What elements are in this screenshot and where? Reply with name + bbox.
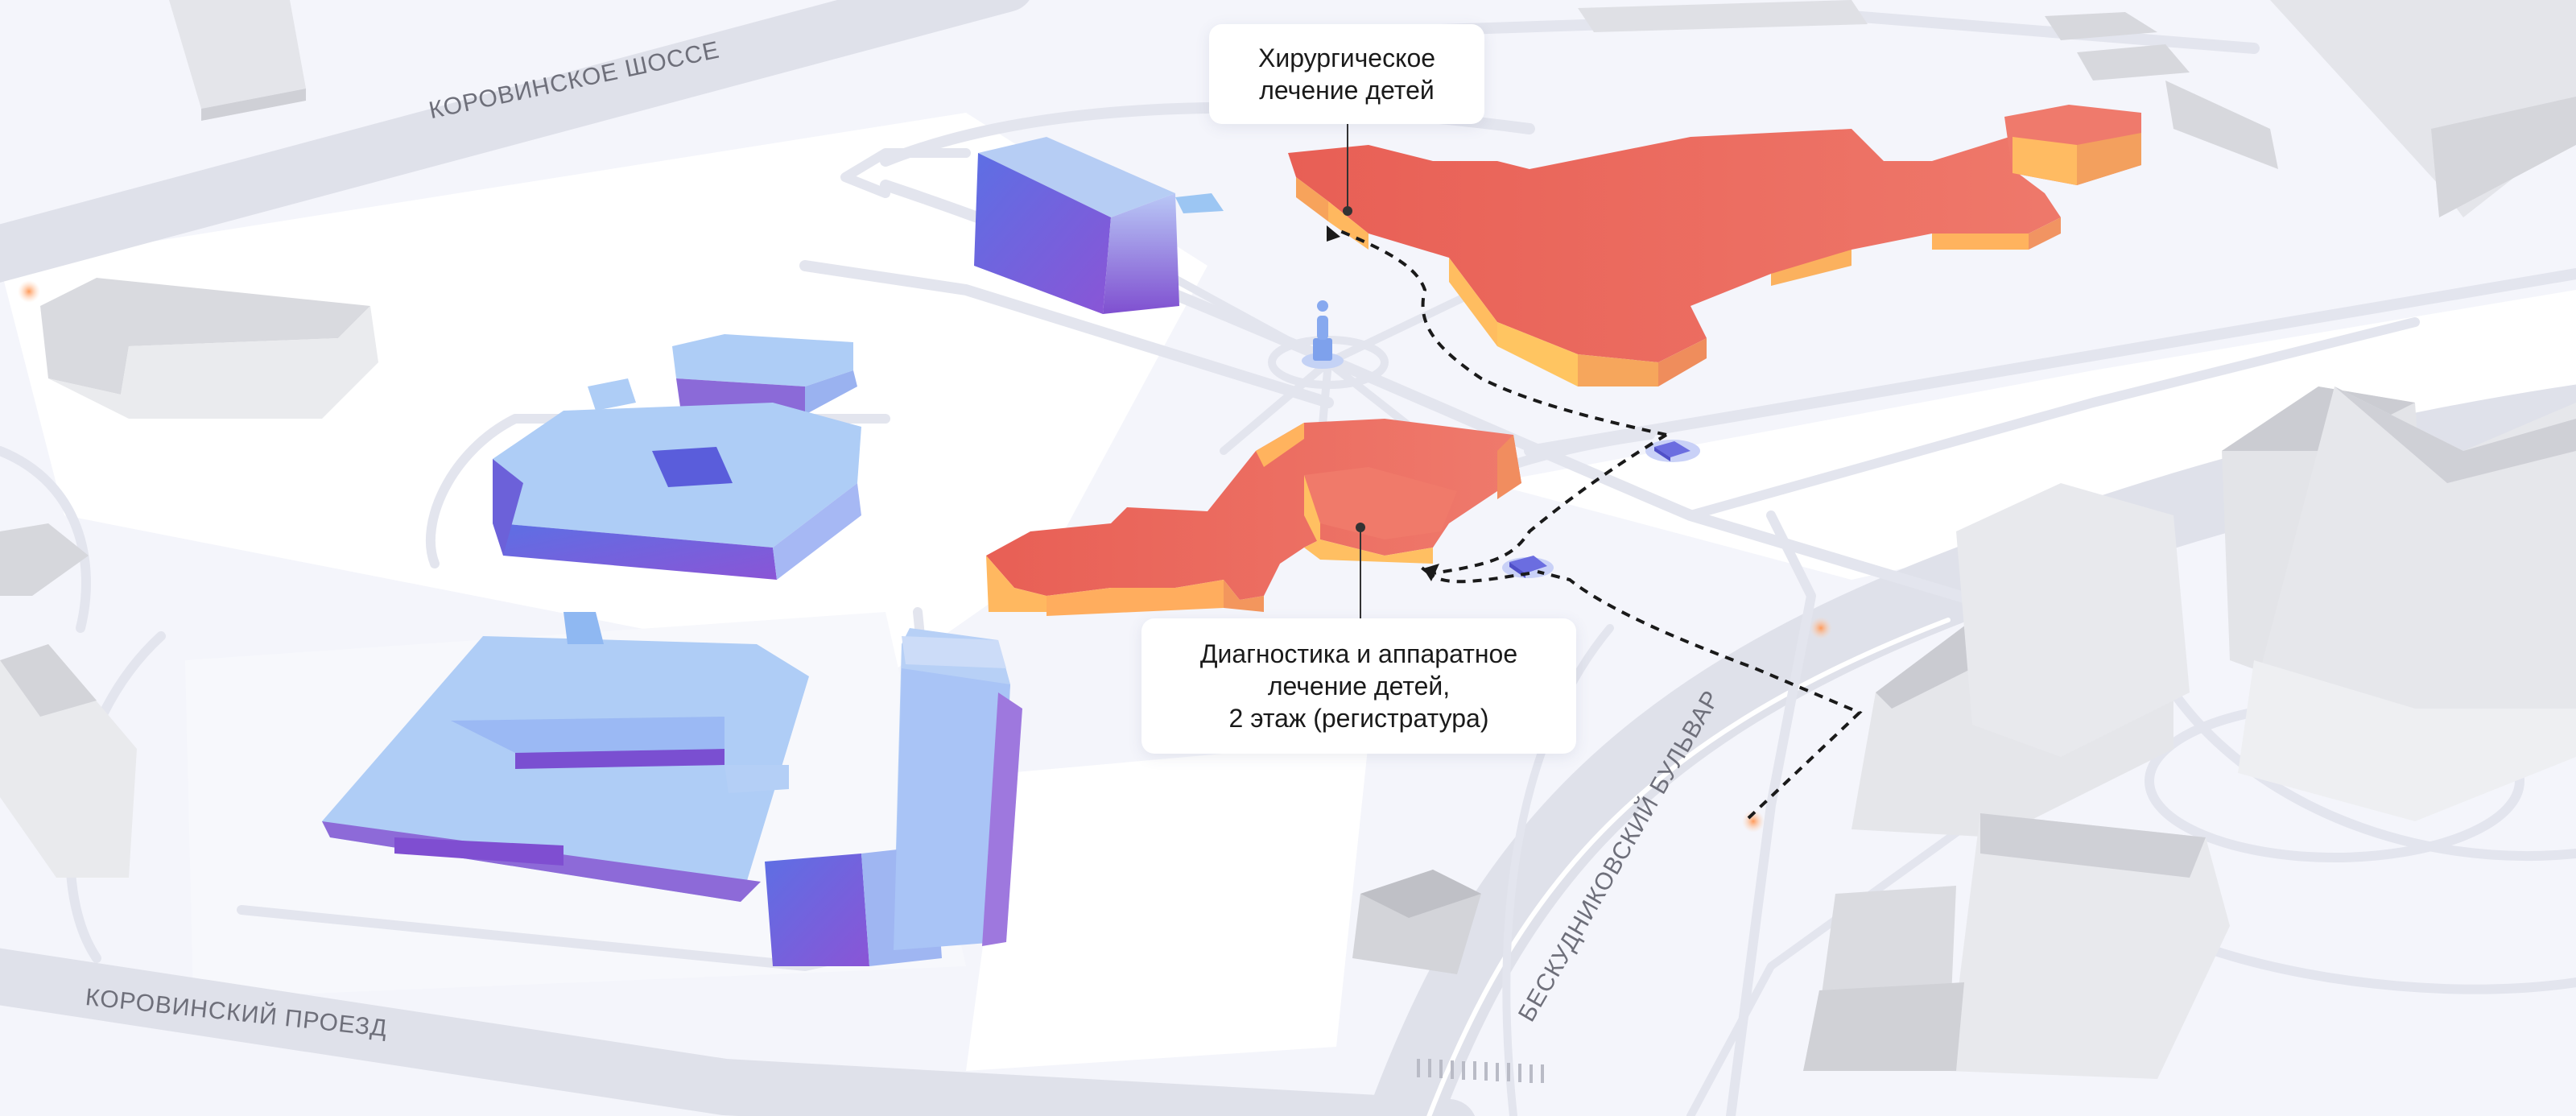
callout-surgery-line-1: Хирургическое: [1257, 43, 1436, 72]
route-arrow-icon: [1327, 225, 1439, 581]
callout-surgery-line-2: лечение детей: [1259, 76, 1435, 105]
callout-surgery[interactable]: Хирургическое лечение детей: [1209, 24, 1484, 124]
neighbor-buildings: [0, 0, 2576, 1079]
callout-anchor-dots: [1343, 206, 1365, 532]
statue-icon: [1302, 300, 1344, 369]
callout-connectors: [1347, 124, 1361, 618]
callout-diagnostics-line-1: Диагностика и аппаратное: [1199, 639, 1518, 668]
campus-buildings: [322, 137, 1224, 966]
road-hatching: [1417, 1059, 1544, 1083]
callout-diagnostics-line-3: 2 этаж (регистратура): [1228, 704, 1489, 733]
orange-poi-dot-icon: [18, 280, 1832, 833]
callout-diagnostics-line-2: лечение детей,: [1267, 672, 1451, 701]
diagnostics-building[interactable]: [986, 419, 1521, 616]
entrance-marker-icon[interactable]: [1645, 440, 1700, 462]
surgery-building[interactable]: [1288, 105, 2141, 386]
callout-diagnostics[interactable]: Диагностика и аппаратное лечение детей, …: [1141, 618, 1576, 754]
